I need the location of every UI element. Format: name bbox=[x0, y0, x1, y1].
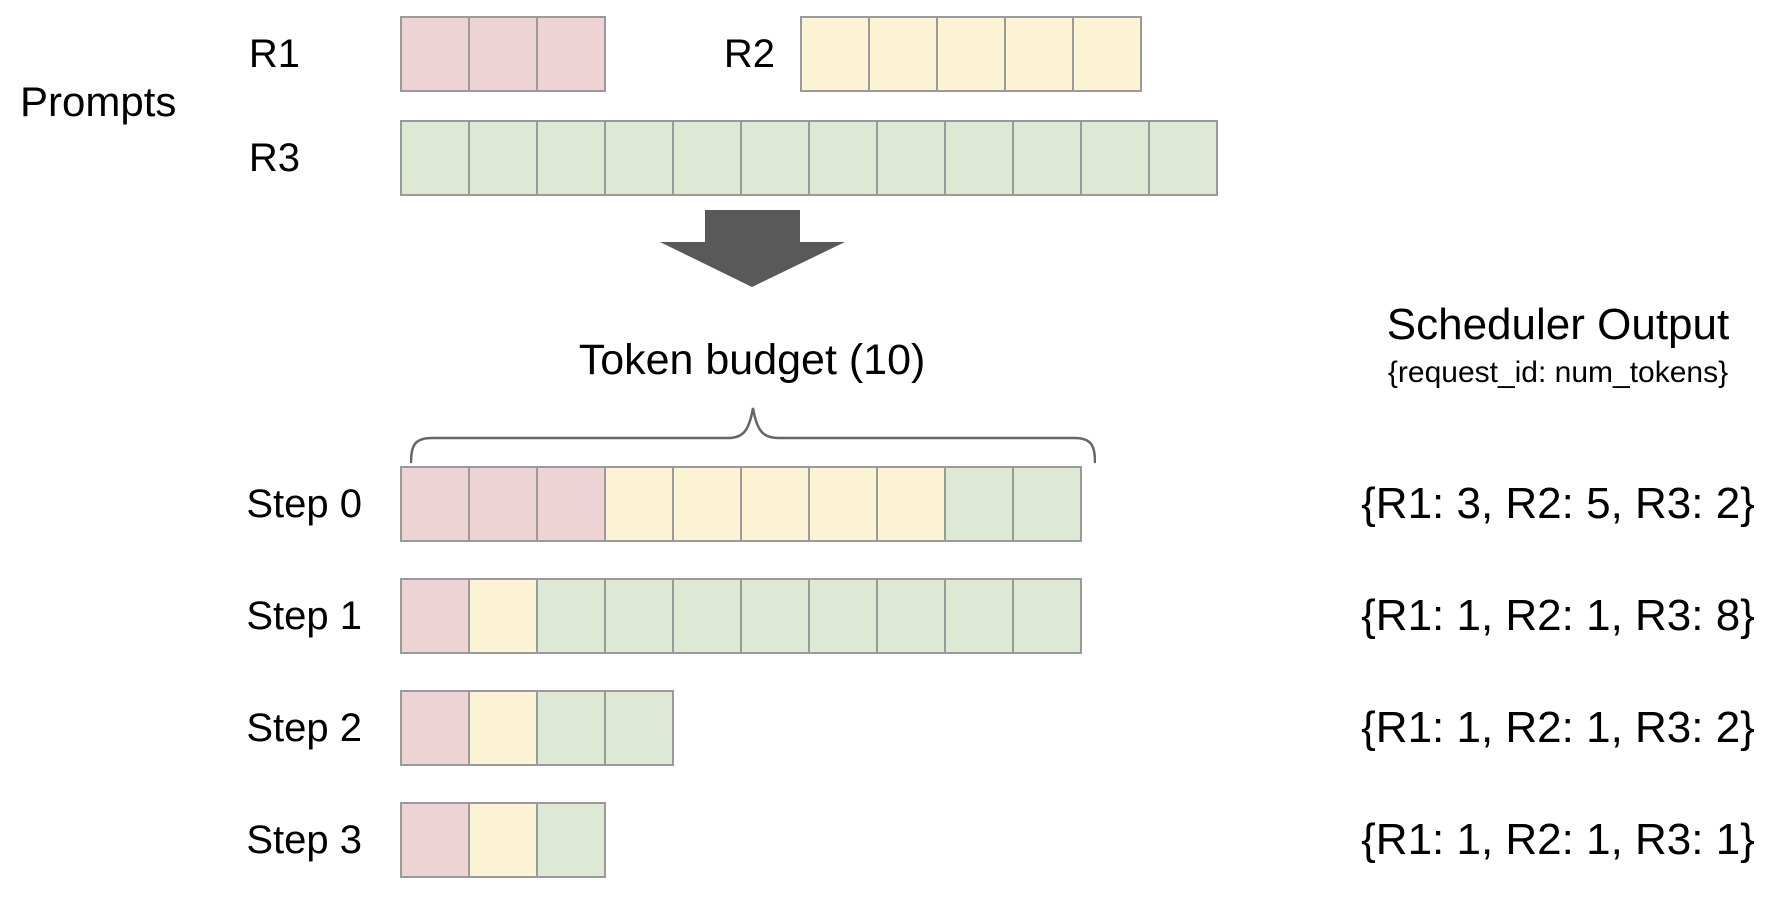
step-1-label: Step 1 bbox=[246, 593, 362, 638]
token-cell-r3 bbox=[604, 120, 674, 196]
down-arrow-icon bbox=[660, 210, 845, 287]
prompt-label-r1: R1 bbox=[248, 32, 300, 76]
scheduler-output-title: Scheduler Output bbox=[1386, 300, 1730, 349]
prompt-row-r1 bbox=[400, 16, 606, 92]
prompt-label-r3: R3 bbox=[248, 136, 300, 180]
token-cell-r3 bbox=[808, 578, 878, 654]
token-cell-r3 bbox=[808, 120, 878, 196]
token-cell-r1 bbox=[468, 466, 538, 542]
token-cell-r1 bbox=[400, 16, 470, 92]
token-budget-brace-icon bbox=[410, 407, 1096, 464]
token-cell-r2 bbox=[672, 466, 742, 542]
scheduler-output-subtitle: {request_id: num_tokens} bbox=[1387, 356, 1729, 389]
token-cell-r3 bbox=[876, 120, 946, 196]
step-0-row bbox=[400, 466, 1082, 542]
token-cell-r3 bbox=[672, 120, 742, 196]
step-2-label: Step 2 bbox=[246, 705, 362, 750]
token-cell-r3 bbox=[876, 578, 946, 654]
token-cell-r3 bbox=[536, 120, 606, 196]
token-cell-r2 bbox=[800, 16, 870, 92]
token-cell-r1 bbox=[536, 16, 606, 92]
token-cell-r2 bbox=[468, 578, 538, 654]
token-cell-r3 bbox=[536, 690, 606, 766]
prompt-row-r2 bbox=[800, 16, 1142, 92]
prompt-row-r3 bbox=[400, 120, 1218, 196]
token-cell-r2 bbox=[604, 466, 674, 542]
token-cell-r3 bbox=[468, 120, 538, 196]
token-cell-r1 bbox=[400, 690, 470, 766]
token-cell-r3 bbox=[1012, 120, 1082, 196]
step-1-output: {R1: 1, R2: 1, R3: 8} bbox=[1361, 591, 1755, 640]
token-cell-r3 bbox=[740, 578, 810, 654]
token-cell-r3 bbox=[944, 466, 1014, 542]
token-cell-r3 bbox=[536, 802, 606, 878]
token-cell-r1 bbox=[400, 802, 470, 878]
token-cell-r2 bbox=[740, 466, 810, 542]
token-cell-r1 bbox=[400, 578, 470, 654]
token-cell-r3 bbox=[604, 690, 674, 766]
step-3-row bbox=[400, 802, 606, 878]
token-cell-r3 bbox=[740, 120, 810, 196]
token-cell-r1 bbox=[536, 466, 606, 542]
step-1-row bbox=[400, 578, 1082, 654]
token-cell-r2 bbox=[808, 466, 878, 542]
prompt-label-r2: R2 bbox=[723, 32, 775, 76]
token-cell-r3 bbox=[944, 578, 1014, 654]
token-cell-r3 bbox=[604, 578, 674, 654]
token-cell-r3 bbox=[1012, 466, 1082, 542]
token-cell-r2 bbox=[1004, 16, 1074, 92]
step-2-output: {R1: 1, R2: 1, R3: 2} bbox=[1361, 703, 1755, 752]
token-cell-r2 bbox=[876, 466, 946, 542]
token-cell-r1 bbox=[468, 16, 538, 92]
token-cell-r3 bbox=[1012, 578, 1082, 654]
token-cell-r3 bbox=[1080, 120, 1150, 196]
token-cell-r3 bbox=[672, 578, 742, 654]
token-cell-r1 bbox=[400, 466, 470, 542]
token-cell-r3 bbox=[944, 120, 1014, 196]
step-3-label: Step 3 bbox=[246, 817, 362, 862]
token-cell-r2 bbox=[868, 16, 938, 92]
token-cell-r2 bbox=[468, 802, 538, 878]
step-3-output: {R1: 1, R2: 1, R3: 1} bbox=[1361, 815, 1755, 864]
token-cell-r2 bbox=[1072, 16, 1142, 92]
token-cell-r2 bbox=[468, 690, 538, 766]
token-cell-r3 bbox=[536, 578, 606, 654]
step-0-output: {R1: 3, R2: 5, R3: 2} bbox=[1361, 479, 1755, 528]
prompts-section-label: Prompts bbox=[20, 78, 177, 125]
token-budget-label: Token budget (10) bbox=[578, 336, 926, 384]
token-cell-r3 bbox=[1148, 120, 1218, 196]
step-0-label: Step 0 bbox=[246, 481, 362, 526]
step-2-row bbox=[400, 690, 674, 766]
token-cell-r3 bbox=[400, 120, 470, 196]
token-cell-r2 bbox=[936, 16, 1006, 92]
